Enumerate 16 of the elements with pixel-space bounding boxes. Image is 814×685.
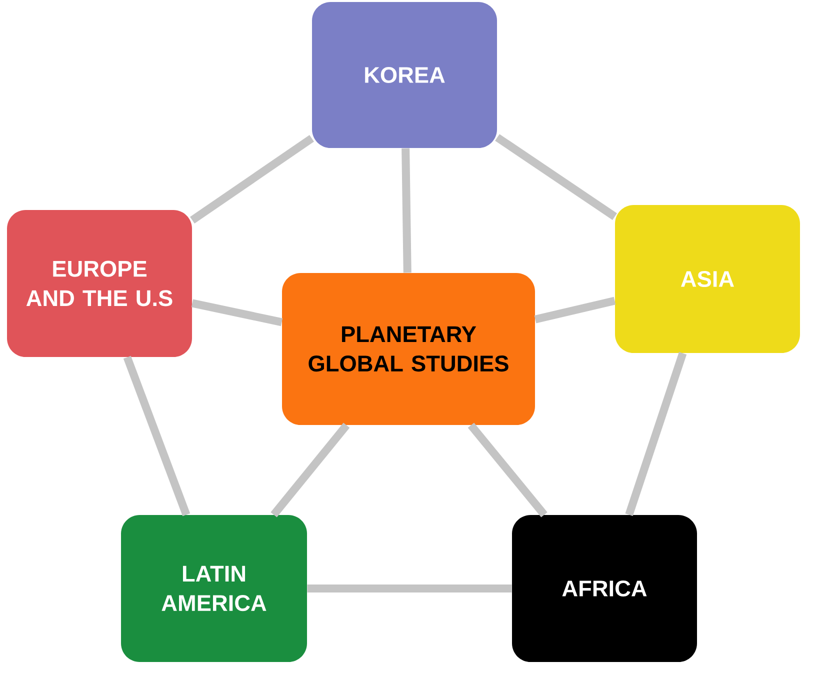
region-box: KOREA [312,2,497,148]
connector-line [534,296,616,324]
connector-line [625,352,687,516]
connector-line [123,356,190,516]
connector-line [468,422,548,518]
connector-line [495,134,617,220]
connector-line [402,148,412,273]
connector-line [190,135,314,224]
region-box: PLANETARY GLOBAL STUDIES [282,273,535,425]
region-box: ASIA [615,205,800,353]
region-box: EUROPE AND THE U.S [7,210,192,357]
region-box: LATIN AMERICA [121,515,307,662]
region-box: AFRICA [512,515,697,662]
connector-line [191,299,283,326]
connector-line [307,584,512,592]
connector-line [270,422,350,518]
